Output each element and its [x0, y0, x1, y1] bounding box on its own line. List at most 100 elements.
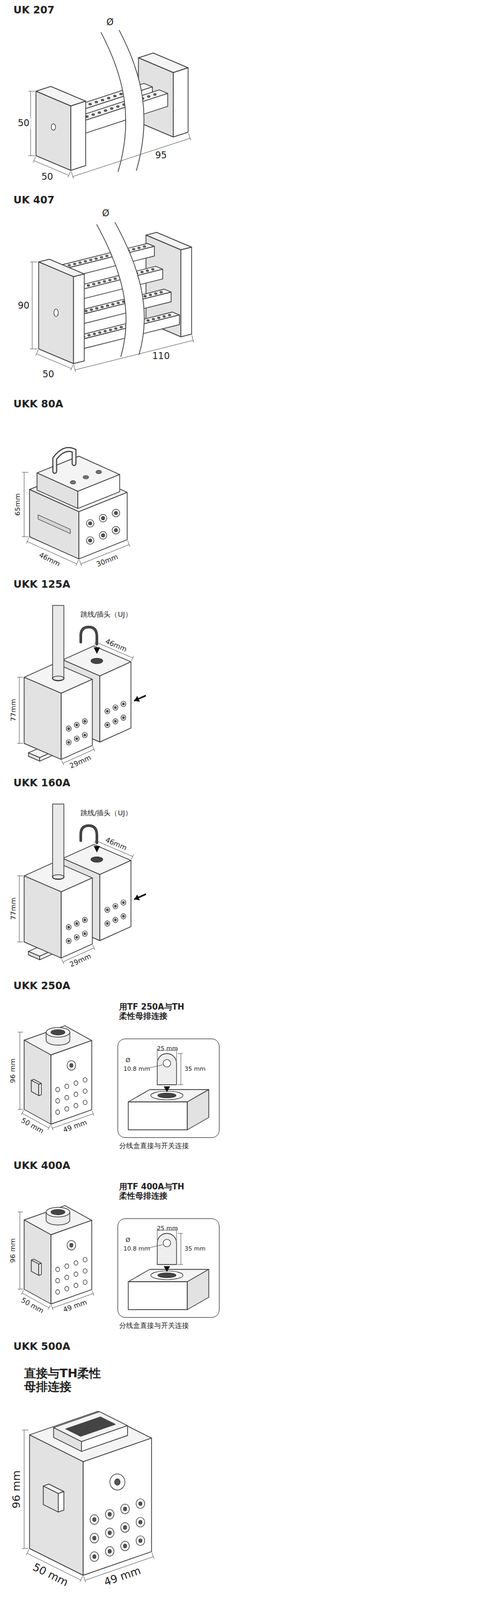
- cable-hole: [113, 718, 119, 724]
- dimension-stroke: [20, 1290, 24, 1295]
- cable-hole: [120, 1540, 130, 1551]
- dimension-stroke: [22, 1548, 29, 1549]
- cable-hole: [66, 938, 72, 944]
- cable-hole: [91, 856, 104, 862]
- screw-hole: [122, 716, 125, 719]
- cable-hole: [86, 536, 94, 545]
- dimension-stroke: [17, 1289, 24, 1290]
- screw-hole: [83, 720, 86, 723]
- detail-inset: 25 mm35 mmØ10.8 mm: [117, 1218, 220, 1318]
- screw: [114, 277, 117, 280]
- cable-hole: [112, 526, 120, 534]
- boss-top: [46, 1027, 70, 1037]
- screw: [110, 107, 114, 110]
- screw: [147, 95, 151, 98]
- screw: [105, 254, 108, 257]
- screw: [108, 279, 112, 281]
- dimension-stroke: [35, 349, 39, 356]
- dimension-stroke: [70, 364, 74, 371]
- ukk250-illustration: [17, 1025, 94, 1131]
- cable: [52, 803, 64, 877]
- cable-hole: [120, 1522, 130, 1533]
- dimension-stroke: [191, 334, 194, 343]
- dimension-label: 96 mm: [9, 1237, 18, 1264]
- dimension-stroke: [72, 138, 191, 177]
- dimension-stroke: [24, 472, 25, 537]
- block-face: [35, 91, 71, 171]
- product-heading: UKK 160A: [13, 777, 71, 789]
- cable-hole: [74, 1283, 78, 1288]
- inset-caption: 分线盒直接与开关连接: [119, 1321, 189, 1330]
- diameter-symbol: Ø: [105, 17, 115, 28]
- block-face: [24, 1040, 51, 1125]
- screw: [103, 280, 106, 283]
- screw-hole: [107, 1549, 112, 1554]
- screw-hole: [88, 538, 92, 543]
- cable-end: [52, 676, 64, 681]
- product-heading: UK 207: [13, 4, 55, 17]
- cable-hole: [157, 1093, 177, 1099]
- dimension-stroke: [19, 677, 20, 744]
- dimension-stroke: [188, 133, 191, 141]
- block-face: [31, 1080, 39, 1096]
- dimension-label: 77mm: [9, 697, 18, 723]
- diameter-symbol: Ø: [125, 1057, 131, 1065]
- boss-top: [150, 1091, 184, 1100]
- cable-hole: [74, 722, 80, 728]
- dimension-stroke: [73, 364, 76, 372]
- block-face: [128, 1281, 188, 1310]
- screw-hole: [67, 925, 70, 928]
- dimension-label: 29mm: [67, 952, 94, 970]
- screw: [141, 271, 144, 273]
- dimension-label: 35 mm: [184, 1245, 206, 1253]
- dimension-stroke: [177, 1264, 184, 1265]
- busbar: [71, 89, 168, 135]
- cable-hole: [64, 1095, 69, 1100]
- rail-clip: [31, 1259, 42, 1276]
- screw: [146, 269, 149, 272]
- jumper-note: 跳线/插头（UJ）: [80, 610, 133, 619]
- screw: [89, 103, 92, 105]
- block-face: [38, 1263, 42, 1276]
- rail-clip: [31, 1079, 42, 1096]
- ukk160-illustration: [17, 803, 146, 964]
- screw-hole: [107, 1512, 112, 1517]
- screw: [116, 302, 120, 304]
- screw: [84, 260, 87, 262]
- rail-groove: [38, 514, 71, 534]
- screw: [88, 334, 91, 336]
- connection-note: 用TF 400A与TH 柔性母排连接: [119, 1182, 189, 1202]
- block-face: [24, 1219, 51, 1305]
- jumper-plug: [81, 825, 98, 843]
- dimension-label: 25 mm: [157, 1225, 179, 1233]
- screw-hole: [114, 904, 117, 907]
- dimension-stroke: [83, 1576, 86, 1583]
- screw: [163, 315, 166, 318]
- mounting-hole: [51, 123, 56, 131]
- screw-hole: [138, 1520, 143, 1525]
- block-face: [73, 274, 85, 364]
- cable-hole: [121, 701, 127, 707]
- end-plate: [35, 86, 86, 171]
- screw-hole: [114, 918, 117, 921]
- block-face: [50, 1040, 92, 1125]
- dimension-stroke: [26, 537, 29, 544]
- screw: [98, 281, 101, 284]
- block-face: [50, 1220, 92, 1305]
- block-face: [38, 1083, 42, 1096]
- dimension-label: 49 mm: [61, 1298, 90, 1315]
- screw-hole: [69, 1063, 73, 1068]
- cable-band: [96, 222, 145, 357]
- screw: [90, 308, 93, 311]
- block-face: [99, 661, 131, 742]
- cable-hole: [74, 920, 80, 927]
- dimension-stroke: [32, 261, 33, 349]
- screw: [101, 99, 105, 101]
- cable-hole: [64, 1275, 69, 1280]
- block-face: [77, 474, 120, 509]
- screw-hole: [123, 1525, 127, 1529]
- cable-hole: [74, 1260, 78, 1265]
- screw: [159, 291, 163, 294]
